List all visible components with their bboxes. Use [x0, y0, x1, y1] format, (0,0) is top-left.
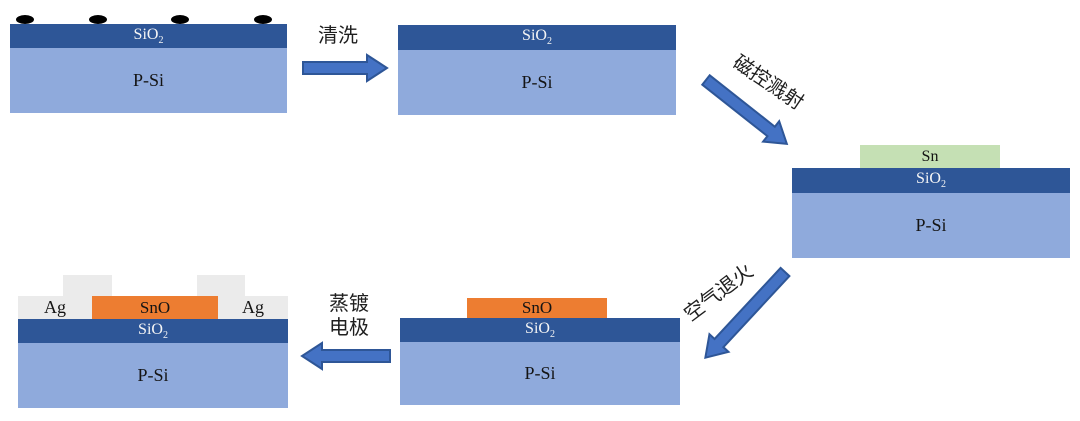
sio2-label: SiO2: [522, 27, 552, 48]
psi-layer: P-Si: [18, 343, 288, 408]
contaminant-particle: [16, 15, 34, 24]
step-sno-annealed: SnO SiO2 P-Si: [400, 298, 680, 405]
psi-label: P-Si: [137, 365, 169, 385]
clean-arrow: [302, 53, 389, 83]
anneal-arrow: [704, 266, 791, 360]
ag-contact-pad-left: [63, 275, 112, 296]
sno-layer: SnO: [467, 298, 607, 318]
sio2-layer: SiO2: [792, 168, 1070, 193]
step-substrate-clean: SiO2 P-Si: [398, 25, 676, 115]
evaporate-label-line2: 电极: [329, 317, 369, 339]
psi-layer: P-Si: [398, 50, 676, 115]
sio2-label: SiO2: [133, 25, 164, 47]
contaminant-particle: [89, 15, 107, 24]
sio2-label: SiO2: [916, 170, 946, 191]
ag-label-left: Ag: [44, 297, 66, 317]
sio2-layer: SiO2: [400, 318, 680, 342]
evaporate-arrow: [300, 341, 391, 371]
sio2-layer: SiO2: [10, 24, 287, 48]
sio2-layer: SiO2: [398, 25, 676, 50]
sn-layer: Sn: [860, 145, 1000, 168]
sn-label: Sn: [921, 147, 939, 165]
step-ag-electrodes: Ag SnO Ag SiO2 P-Si: [18, 275, 288, 408]
psi-label: P-Si: [521, 72, 553, 92]
step-sn-deposited: Sn SiO2 P-Si: [792, 145, 1070, 258]
psi-label: P-Si: [132, 70, 165, 90]
evaporate-label-line1: 蒸镀: [329, 293, 369, 315]
psi-label: P-Si: [915, 215, 947, 235]
step-substrate-dirty: SiO2 P-Si: [10, 15, 287, 113]
sputter-arrow: [700, 73, 789, 145]
ag-label-right: Ag: [242, 297, 264, 317]
evaporate-arrow-label: 蒸镀 电极: [309, 292, 389, 340]
contaminant-particle: [171, 15, 189, 24]
sio2-label: SiO2: [525, 319, 555, 341]
ag-contact-pad-right: [197, 275, 245, 296]
sio2-layer: SiO2: [18, 319, 288, 343]
contaminant-particle: [254, 15, 272, 24]
sno-label: SnO: [521, 298, 553, 317]
psi-layer: P-Si: [400, 342, 680, 405]
ag-electrode-right: Ag: [218, 296, 288, 319]
psi-layer: P-Si: [792, 193, 1070, 258]
psi-label: P-Si: [524, 363, 556, 383]
clean-arrow-label: 清洗: [318, 25, 358, 47]
psi-layer: P-Si: [10, 48, 287, 113]
sno-label: SnO: [139, 297, 171, 317]
ag-electrode-left: Ag: [18, 296, 92, 319]
sno-layer: SnO: [92, 296, 218, 319]
sio2-label: SiO2: [138, 320, 168, 342]
